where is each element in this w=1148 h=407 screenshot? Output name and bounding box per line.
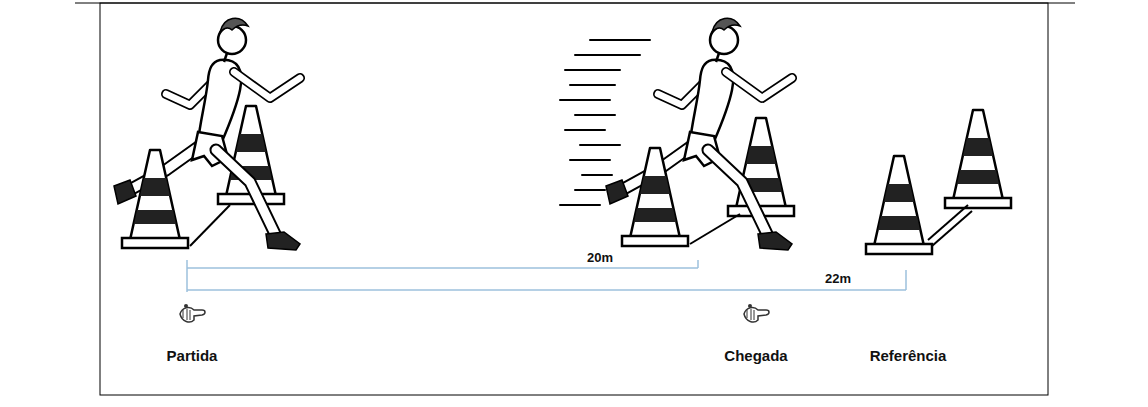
cone-bar — [190, 205, 230, 246]
runner-start — [114, 18, 300, 250]
frame — [75, 3, 1075, 395]
cone-bar — [690, 214, 740, 244]
hand-signal-finish — [744, 304, 769, 322]
dimension-label: 22m — [825, 272, 851, 286]
hand-signal-start — [180, 304, 205, 322]
cone-front-reference — [866, 156, 932, 254]
cone-front-start — [122, 150, 188, 248]
runner-finish — [606, 18, 792, 250]
cone-back-finish — [728, 118, 794, 216]
dimension-lines — [187, 260, 906, 292]
dimension-label: 20m — [587, 251, 613, 265]
position-label: Partida — [167, 348, 218, 365]
cone-back-reference — [945, 110, 1011, 208]
position-label: Chegada — [724, 348, 787, 365]
cone-front-finish — [622, 148, 688, 246]
position-label: Referência — [870, 348, 947, 365]
cone-bar — [928, 205, 972, 246]
